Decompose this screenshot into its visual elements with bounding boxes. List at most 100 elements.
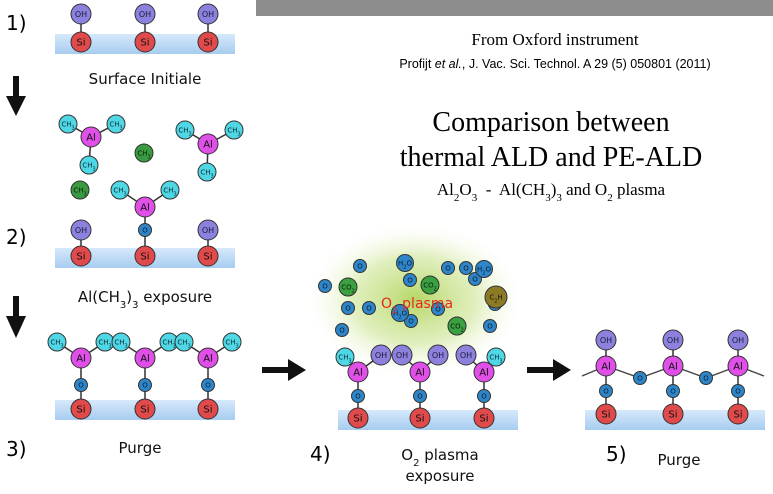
oh-label: OH <box>667 336 679 345</box>
o-atom: O <box>731 384 745 398</box>
oh-atom: OH <box>595 329 617 351</box>
title-line-1: Comparison between <box>432 107 669 138</box>
o-label: O <box>366 305 372 313</box>
ch3-atom: CH3 <box>111 332 131 352</box>
al-label: Al <box>601 362 611 373</box>
o-atom: O <box>351 389 365 403</box>
ch3-label: CH3 <box>489 354 502 365</box>
ch3-atom: CH3 <box>174 332 194 352</box>
caption-o2-plasma: O2 plasma <box>401 446 478 469</box>
o-label: O <box>417 393 423 401</box>
ch3-label: CH3 <box>225 339 238 350</box>
step-number-2: 2) <box>6 225 27 249</box>
ch3-label: CH3 <box>137 150 150 161</box>
caption-exposure: exposure <box>406 467 475 485</box>
si-label: Si <box>203 38 212 49</box>
al-label: Al <box>140 203 150 214</box>
o-atom: O <box>404 314 418 328</box>
header-photo-strip <box>256 0 773 16</box>
si-label: Si <box>140 252 149 263</box>
title-line-2: thermal ALD and PE-ALD <box>400 142 703 173</box>
si-atom: Si <box>197 31 219 53</box>
plasma-label: O2 plasma <box>381 296 453 316</box>
ch3-atom: CH3 <box>79 155 99 175</box>
al-label: Al <box>76 354 86 365</box>
al-atom: Al <box>347 361 369 383</box>
oh-label: OH <box>75 10 87 19</box>
ch3-atom: CH3 <box>224 120 244 140</box>
al-atom: Al <box>662 355 684 377</box>
o-label: O <box>78 382 84 390</box>
o-label: O <box>345 305 351 313</box>
ch3-label: CH3 <box>162 339 175 350</box>
h2o-atom: H2O <box>475 260 493 278</box>
ch3-label: CH3 <box>50 339 63 350</box>
si-label: Si <box>76 38 85 49</box>
al-atom: Al <box>473 361 495 383</box>
o-label: O <box>487 323 493 331</box>
ch3-label: CH3 <box>178 127 191 138</box>
oh-atom: OH <box>197 219 219 241</box>
o-atom: O <box>362 301 376 315</box>
down-arrow-1 <box>6 76 26 116</box>
si-label: Si <box>479 414 488 425</box>
o-atom: O <box>431 302 445 316</box>
o-label: O <box>142 227 148 235</box>
o-atom: O <box>201 378 215 392</box>
o-label: O <box>407 277 413 285</box>
si-atom: Si <box>347 407 369 429</box>
co2-label: CO2 <box>423 282 437 293</box>
al-atom: Al <box>134 347 156 369</box>
co2-label: CO2 <box>450 323 464 334</box>
o-atom: O <box>633 371 647 385</box>
oh-label: OH <box>600 336 612 345</box>
h2o-label: H2O <box>393 310 407 321</box>
o-label: O <box>463 265 469 273</box>
oh-label: OH <box>202 226 214 235</box>
o-atom: O <box>699 371 713 385</box>
si-atom: Si <box>134 31 156 53</box>
al-atom: Al <box>197 347 219 369</box>
si-label: Si <box>733 410 742 421</box>
caption-tma-exposure: Al(CH3)3 exposure <box>78 288 212 311</box>
o-label: O <box>205 382 211 390</box>
si-atom: Si <box>70 31 92 53</box>
caption-surface-initiale: Surface Initiale <box>89 70 202 88</box>
si-label: Si <box>140 405 149 416</box>
oh-atom: OH <box>370 344 392 366</box>
right-arrow-1 <box>262 359 306 381</box>
oh-label: OH <box>75 226 87 235</box>
source-line: From Oxford instrument <box>471 30 638 49</box>
oh-atom: OH <box>662 329 684 351</box>
h2o-label: H2O <box>477 266 491 277</box>
al-label: Al <box>353 368 363 379</box>
ch3-label: CH3 <box>109 121 122 132</box>
o-atom: O <box>459 261 473 275</box>
o-label: O <box>322 283 328 291</box>
al-label: Al <box>733 362 743 373</box>
al-atom: Al <box>70 347 92 369</box>
al-label: Al <box>668 362 678 373</box>
o-label: O <box>637 375 643 383</box>
o-atom: O <box>477 389 491 403</box>
o-label: O <box>735 388 741 396</box>
si-atom: Si <box>409 407 431 429</box>
ch3-label: CH3 <box>61 121 74 132</box>
si-atom: Si <box>134 398 156 420</box>
al-atom: Al <box>727 355 749 377</box>
caption-purge-step3: Purge <box>119 439 162 457</box>
al-label: Al <box>140 354 150 365</box>
ch3-atom: CH3 <box>70 180 90 200</box>
si-label: Si <box>203 405 212 416</box>
o-label: O <box>481 393 487 401</box>
o-atom: O <box>599 384 613 398</box>
ch3-atom: CH3 <box>110 180 130 200</box>
o-atom: O <box>341 301 355 315</box>
si-atom: Si <box>727 403 749 425</box>
ch3-label: CH3 <box>338 354 351 365</box>
si-atom: Si <box>70 398 92 420</box>
oh-label: OH <box>139 10 151 19</box>
oh-label: OH <box>375 351 387 360</box>
